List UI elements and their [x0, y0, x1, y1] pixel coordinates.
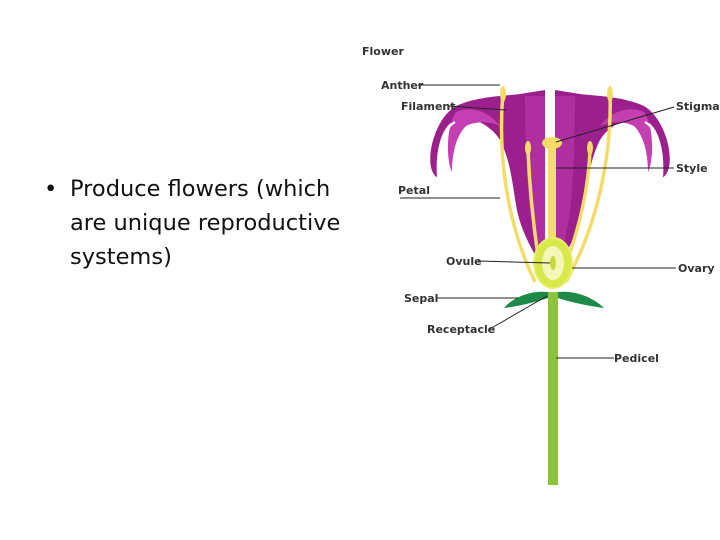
ovule [550, 256, 556, 270]
left-sepal [504, 291, 548, 308]
bullet-list: • Produce flowers (which are unique repr… [44, 172, 364, 274]
left-petal-edge [436, 121, 456, 179]
filament-right-outer [564, 91, 612, 283]
label-style: Style [676, 162, 708, 175]
label-filament: Filament [401, 100, 456, 113]
pedicel-stem [548, 292, 558, 485]
left-inner-petal [525, 96, 545, 270]
right-petal [555, 90, 670, 272]
right-sepal [558, 291, 604, 308]
right-petal-edge [644, 121, 664, 179]
left-petal [430, 90, 545, 272]
leader-ovule [477, 260, 551, 264]
anther-left-inner [525, 141, 531, 155]
label-pedicel: Pedicel [614, 352, 659, 365]
style [548, 142, 556, 242]
anther-right-inner [587, 141, 593, 155]
leader-stigma [555, 106, 675, 143]
anther-right-outer [607, 86, 613, 102]
leader-filament [447, 105, 507, 111]
bullet-text: Produce flowers (which are unique reprod… [70, 176, 341, 270]
label-stigma: Stigma [676, 100, 720, 113]
diagram-title: Flower [362, 45, 404, 58]
label-receptacle: Receptacle [427, 323, 495, 336]
right-petal-fold [600, 109, 653, 172]
label-ovule: Ovule [446, 255, 482, 268]
label-anther: Anther [381, 79, 424, 92]
stigma [542, 137, 562, 149]
label-sepal: Sepal [404, 292, 438, 305]
bullet-item: • Produce flowers (which are unique repr… [44, 172, 364, 274]
anther-left-outer [500, 86, 506, 102]
label-petal: Petal [398, 184, 430, 197]
label-ovary: Ovary [678, 262, 715, 275]
filament-left-outer [499, 91, 537, 283]
bullet-marker: • [44, 176, 58, 202]
leader-receptacle [487, 295, 548, 331]
left-petal-fold [447, 109, 500, 172]
